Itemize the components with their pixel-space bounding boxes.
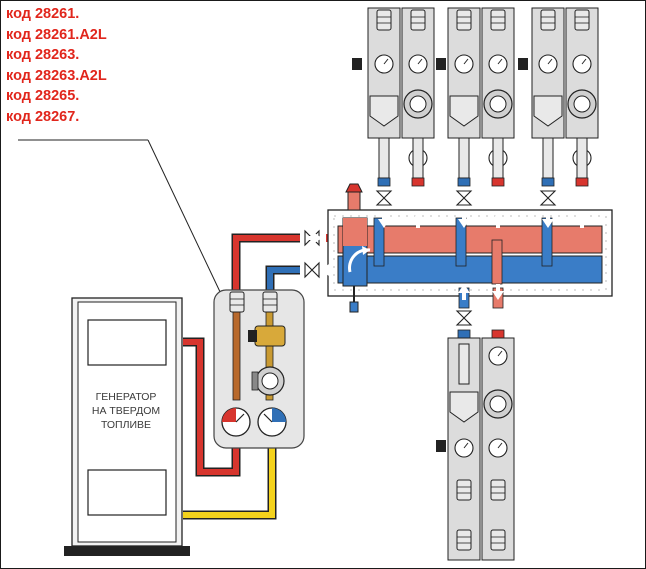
- pump-icon: [567, 89, 597, 119]
- hydraulic-separator-collector: [327, 183, 613, 313]
- pump-icon: [483, 389, 513, 419]
- generator-label-line: НА ТВЕРДОМ: [91, 405, 161, 417]
- valve-body-icon: [533, 95, 563, 127]
- product-code: код 28267.: [6, 108, 80, 125]
- valve-body-icon: [369, 95, 399, 127]
- gauge-icon: [488, 346, 508, 366]
- generator-hot-pipe: [183, 339, 239, 475]
- bypass-pipe: [232, 299, 241, 401]
- valve-body-icon: [449, 391, 479, 423]
- pump-icon: [403, 89, 433, 119]
- pump-icon: [255, 366, 285, 396]
- union-fitting-icon: [229, 291, 245, 313]
- thermometer-hot-icon: [221, 407, 251, 437]
- product-code: код 28263.: [6, 47, 80, 63]
- gauge-icon: [488, 438, 508, 458]
- valve-body-icon: [449, 95, 479, 127]
- heating-circuit-group: [352, 7, 599, 228]
- mixing-valve-icon: [254, 325, 286, 347]
- union-fitting-icon: [490, 529, 506, 551]
- actuator-icon: [352, 58, 362, 70]
- product-code-list: код 28261. код 28261.A2L код 28263. код …: [6, 4, 166, 127]
- generator-label-line: ГЕНЕРАТОР: [95, 391, 157, 403]
- union-fitting-icon: [490, 9, 506, 31]
- generator-return-pipe: [183, 442, 275, 518]
- union-fitting-icon: [410, 9, 426, 31]
- generator-label: ГЕНЕРАТОР НА ТВЕРДОМ ТОПЛИВЕ: [78, 390, 174, 432]
- generator-label-line: ТОПЛИВЕ: [100, 419, 152, 431]
- actuator-icon: [436, 58, 446, 70]
- union-fitting-icon: [540, 9, 556, 31]
- union-fitting-icon: [262, 291, 278, 313]
- pump-icon: [483, 89, 513, 119]
- mixing-module: [213, 289, 305, 449]
- product-code: код 28265.: [6, 88, 80, 104]
- gauge-icon: [408, 54, 428, 74]
- valve-icon: [376, 190, 392, 206]
- air-vent-icon: [347, 191, 361, 211]
- thermometer-cold-icon: [257, 407, 287, 437]
- union-fitting-icon: [456, 479, 472, 501]
- union-fitting-icon: [456, 9, 472, 31]
- union-fitting-icon: [490, 479, 506, 501]
- drain-valve-icon: [349, 301, 359, 313]
- actuator-icon: [518, 58, 528, 70]
- valve-icon: [456, 310, 472, 326]
- product-code: код 28261.A2L: [6, 26, 107, 43]
- actuator-icon: [436, 440, 446, 452]
- union-fitting-icon: [574, 9, 590, 31]
- union-fitting-icon: [376, 9, 392, 31]
- gauge-icon: [488, 54, 508, 74]
- gauge-icon: [374, 54, 394, 74]
- gauge-icon: [538, 54, 558, 74]
- union-fitting-icon: [456, 529, 472, 551]
- callout-line: [147, 139, 223, 297]
- product-code: код 28261.: [6, 6, 80, 22]
- module-return-pipe-outline: [265, 265, 300, 292]
- valve-icon: [304, 262, 320, 278]
- module-supply-pipe: [233, 235, 300, 292]
- valve-icon: [456, 190, 472, 206]
- module-return-pipe: [267, 267, 300, 292]
- gauge-icon: [572, 54, 592, 74]
- solid-fuel-generator: [64, 297, 190, 556]
- lower-heating-circuit: [436, 284, 515, 561]
- gauge-icon: [454, 438, 474, 458]
- product-code: код 28263.A2L: [6, 67, 107, 84]
- valve-icon: [540, 190, 556, 206]
- gauge-icon: [454, 54, 474, 74]
